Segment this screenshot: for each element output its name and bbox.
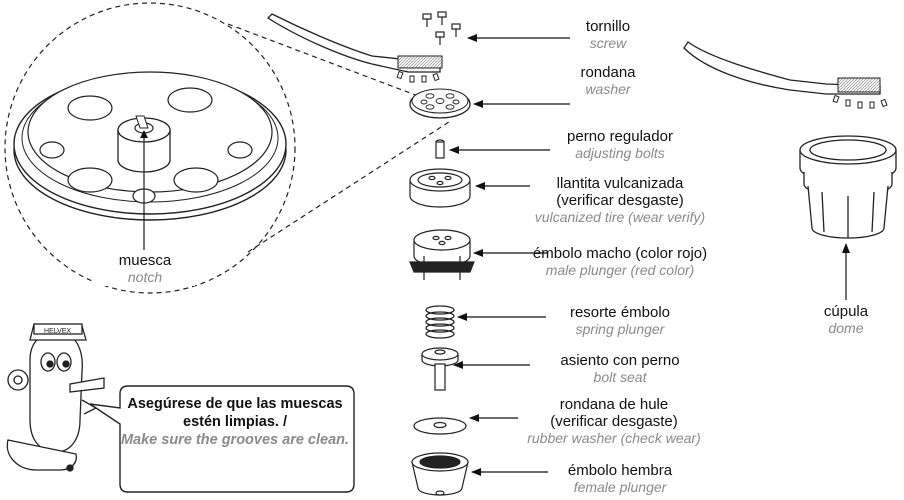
dome-part <box>799 135 897 239</box>
mascot-illustration: HELVEX <box>6 323 105 472</box>
mascot-cap-text: HELVEX <box>44 328 71 335</box>
brush-right <box>683 41 888 109</box>
spring-part <box>425 305 455 339</box>
washer-part <box>409 88 471 119</box>
bolt-seat-part <box>421 347 459 391</box>
screws <box>422 11 461 45</box>
magnified-washer-detail <box>4 2 453 294</box>
label-vulcanized-tire: llantita vulcanizada(verificar desgaste)… <box>534 175 706 225</box>
label-rubber-washer: rondana de hule(verificar desgaste)rubbe… <box>527 396 701 446</box>
brush-left <box>266 13 443 83</box>
vulcanized-tire-part <box>409 168 471 208</box>
callout-bubble <box>89 385 355 493</box>
male-plunger-part <box>409 229 475 280</box>
callout-text-es: Asegúrese de que las muescas estén limpi… <box>127 396 343 430</box>
rubber-washer-part <box>413 417 467 435</box>
adjusting-bolt-part <box>435 139 445 159</box>
label-male-plunger: émbolo macho (color rojo)male plunger (r… <box>532 245 708 278</box>
leader-lines <box>449 34 850 476</box>
callout-text-en: Make sure the grooves are clean. <box>120 432 350 448</box>
callout-text: Asegúrese de que las muescas estén limpi… <box>118 395 352 449</box>
female-plunger-part <box>411 452 469 496</box>
